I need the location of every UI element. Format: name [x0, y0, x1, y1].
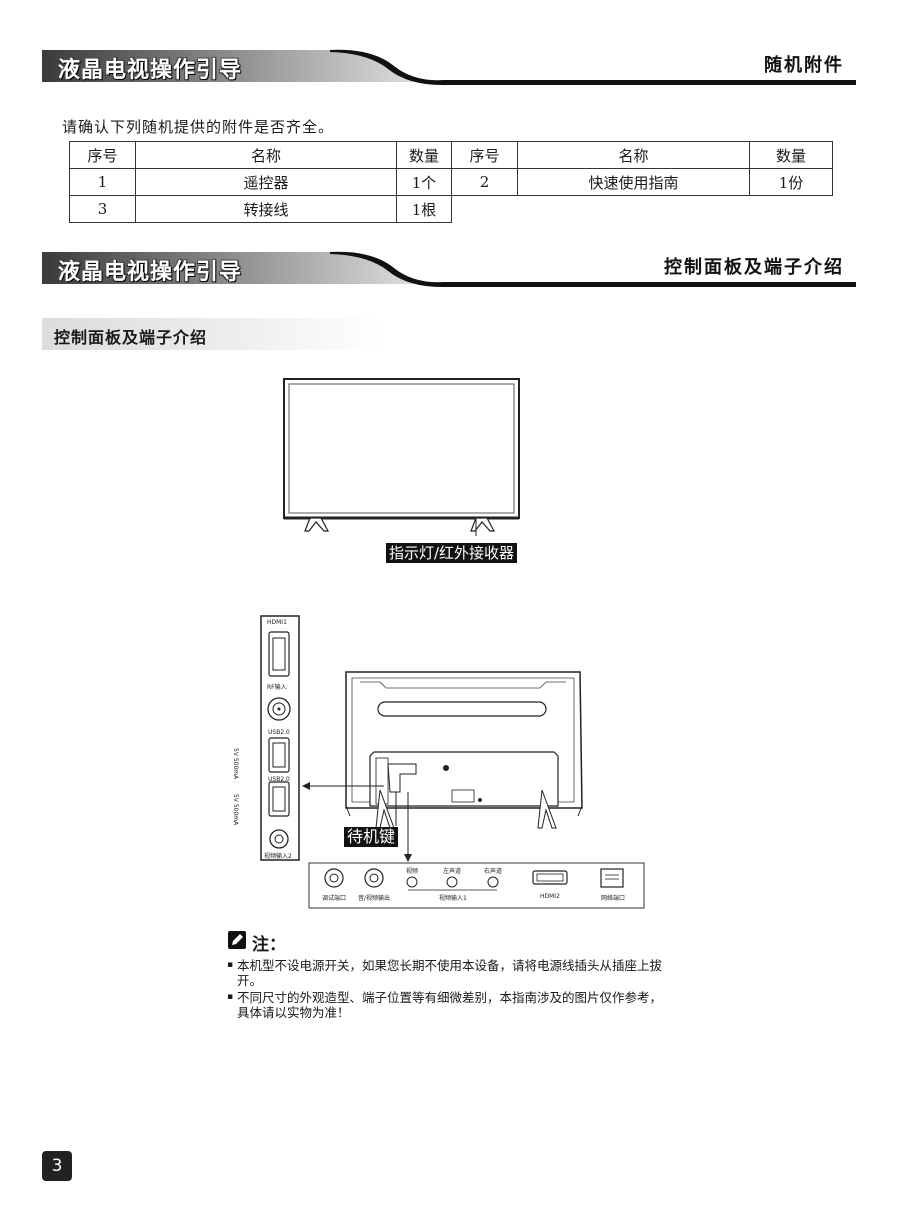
- note-list: 本机型不设电源开关，如果您长期不使用本设备，请将电源线插头从插座上拔开。 不同尺…: [227, 958, 667, 1022]
- av-out-label: 音/视频输出: [358, 895, 391, 902]
- rf-input-label: RF输入: [267, 684, 287, 691]
- debug-port-label: 调试端口: [322, 895, 347, 902]
- left-channel-label: 左声道: [443, 868, 462, 875]
- page-number: 3: [42, 1151, 72, 1181]
- banner-section-name: 控制面板及端子介绍: [664, 257, 844, 278]
- table-cell: 1个: [396, 168, 452, 196]
- table-cell: 3: [69, 195, 136, 223]
- table-cell: 1: [69, 168, 136, 196]
- table-row: 3 转接线 1根: [69, 195, 833, 223]
- video-label: 视频: [406, 868, 419, 875]
- pencil-note-icon: [228, 931, 246, 949]
- hdmi1-label: HDMI1: [267, 619, 287, 626]
- table-cell-empty: [452, 196, 518, 223]
- tv-back-diagram: [302, 671, 583, 862]
- subheading-text: 控制面板及端子介绍: [54, 328, 208, 347]
- subheading: 控制面板及端子介绍: [42, 318, 382, 350]
- banner-shape: [42, 49, 856, 85]
- usb-top-label: USB2.0: [268, 729, 290, 736]
- right-channel-label: 右声道: [484, 868, 503, 875]
- banner-title: 液晶电视操作引导: [58, 260, 243, 285]
- table-cell: 转接线: [135, 195, 397, 223]
- intro-text: 请确认下列随机提供的附件是否齐全。: [62, 118, 335, 136]
- note-item: 不同尺寸的外观造型、端子位置等有细微差别，本指南涉及的图片仅作参考，具体请以实物…: [227, 990, 667, 1020]
- header-cell: 序号: [69, 141, 136, 169]
- standby-key-label: 待机键: [344, 827, 399, 847]
- video-in2-label: 视频输入2: [264, 853, 292, 860]
- table-cell: 遥控器: [135, 168, 397, 196]
- table-cell-empty: [750, 196, 833, 223]
- banner-section-name: 随机附件: [764, 55, 844, 76]
- banner-shape: [42, 251, 856, 287]
- table-header-row: 序号 名称 数量 序号 名称 数量: [69, 141, 833, 169]
- usb-bottom-spec: 5V 500mA: [232, 794, 239, 826]
- header-cell: 数量: [749, 141, 833, 169]
- header-cell: 序号: [451, 141, 518, 169]
- header-cell: 名称: [135, 141, 397, 169]
- accessories-table: 序号 名称 数量 序号 名称 数量 1 遥控器 1个 2 快速使用指南 1份 3…: [69, 141, 833, 223]
- hdmi2-label: HDMI2: [540, 893, 560, 900]
- table-cell-empty: [518, 196, 750, 223]
- side-port-panel: [260, 615, 300, 861]
- pencil-icon: [232, 934, 243, 945]
- table-row: 1 遥控器 1个 2 快速使用指南 1份: [69, 168, 833, 196]
- indicator-label: 指示灯/红外接收器: [386, 543, 518, 563]
- table-cell: 2: [451, 168, 518, 196]
- section-banner-accessories: 液晶电视操作引导 随机附件: [42, 44, 856, 88]
- table-cell: 1根: [396, 195, 452, 223]
- banner-title: 液晶电视操作引导: [58, 58, 243, 83]
- note-item: 本机型不设电源开关，如果您长期不使用本设备，请将电源线插头从插座上拔开。: [227, 958, 667, 988]
- table-cell: 1份: [749, 168, 833, 196]
- section-banner-controls: 液晶电视操作引导 控制面板及端子介绍: [42, 246, 856, 290]
- video-in1-label: 视频输入1: [439, 895, 467, 902]
- usb-top-spec: 5V 500mA: [232, 748, 239, 780]
- header-cell: 数量: [396, 141, 452, 169]
- table-cell: 快速使用指南: [517, 168, 750, 196]
- note-title: 注：: [252, 935, 286, 955]
- network-port-label: 网络端口: [601, 895, 626, 902]
- usb-bottom-label: USB2.0: [268, 776, 290, 783]
- bottom-port-panel: [308, 862, 645, 909]
- tv-front-diagram: [283, 378, 520, 536]
- header-cell: 名称: [517, 141, 750, 169]
